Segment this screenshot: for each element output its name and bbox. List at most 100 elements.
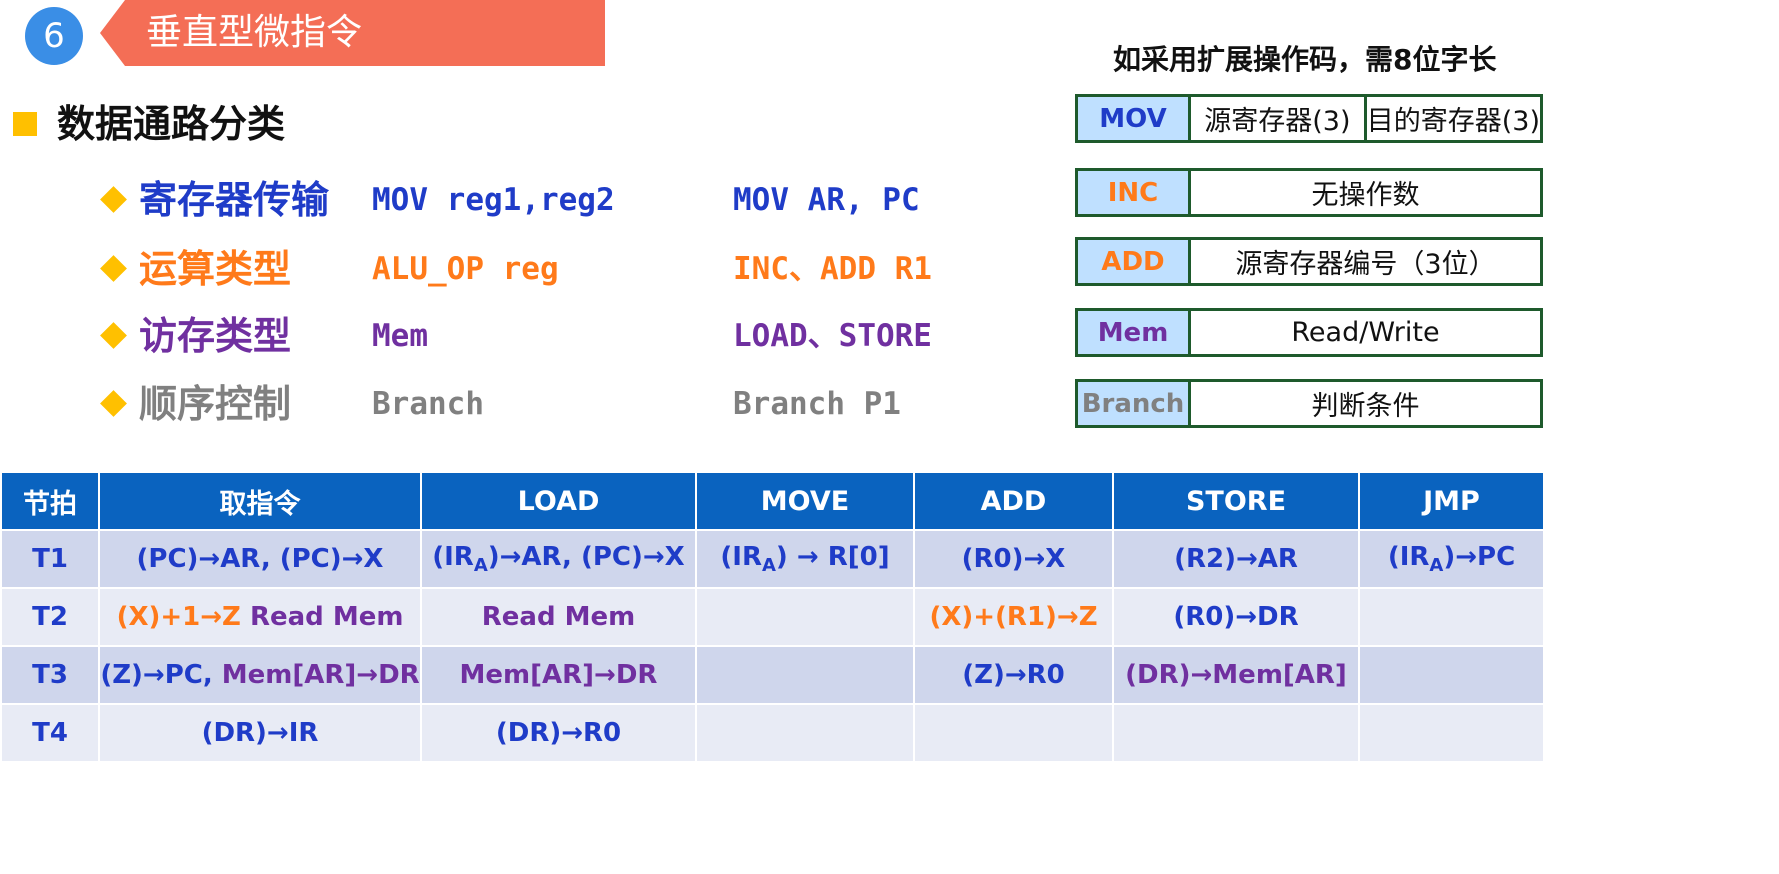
format-opcode: Mem xyxy=(1078,311,1191,354)
table-cell xyxy=(695,645,915,705)
table-cell xyxy=(1112,703,1360,763)
table-cell xyxy=(913,703,1114,763)
column-header-jmp: JMP xyxy=(1358,471,1545,531)
table-cell: (IRA)→PC xyxy=(1358,529,1545,589)
table-cell: (X)+(R1)→Z xyxy=(913,587,1114,647)
cell-text: Mem[AR]→DR xyxy=(221,660,420,690)
table-cell xyxy=(695,703,915,763)
table-cell: (Z)→PC, Mem[AR]→DR xyxy=(98,645,422,705)
table-cell: (X)+1→Z Read Mem xyxy=(98,587,422,647)
table-cell xyxy=(1358,587,1545,647)
column-header-load: LOAD xyxy=(420,471,697,531)
format-box-mem: Mem Read/Write xyxy=(1075,308,1543,357)
category-code: Mem xyxy=(372,318,428,354)
cell-text: (X)+1→Z xyxy=(116,602,250,632)
micro-operation-table: 节拍 取指令 LOAD MOVE ADD STORE JMP T1 (PC)→AR… xyxy=(0,471,1545,763)
square-bullet-icon xyxy=(13,112,37,136)
table-cell: (DR)→Mem[AR] xyxy=(1112,645,1360,705)
column-header-beat: 节拍 xyxy=(0,471,100,531)
format-field: Read/Write xyxy=(1291,317,1440,348)
category-row-alu: 运算类型 ALU_OP reg INC、ADD R1 xyxy=(0,241,1060,297)
category-example: MOV AR, PC xyxy=(733,182,920,218)
table-row: T1(PC)→AR, (PC)→X(IRA)→AR, (PC)→X(IRA) →… xyxy=(0,529,1545,589)
subscript-text: A xyxy=(761,555,776,577)
beat-cell: T3 xyxy=(0,645,100,705)
table-cell xyxy=(1358,645,1545,705)
category-example: LOAD、STORE xyxy=(733,318,932,354)
format-box-mov: MOV 源寄存器(3) 目的寄存器(3) xyxy=(1075,94,1543,143)
column-header-move: MOVE xyxy=(695,471,915,531)
format-field: 判断条件 xyxy=(1311,391,1420,422)
table-cell: (IRA) → R[0] xyxy=(695,529,915,589)
table-cell: (Z)→R0 xyxy=(913,645,1114,705)
category-name: 运算类型 xyxy=(139,247,292,291)
category-name: 寄存器传输 xyxy=(139,178,330,222)
format-field: 源寄存器(3) xyxy=(1204,106,1351,137)
cell-text: (Z)→R0 xyxy=(962,660,1065,690)
cell-text: ) → R[0] xyxy=(775,541,890,572)
category-example: INC、ADD R1 xyxy=(733,251,932,287)
format-box-add: ADD 源寄存器编号（3位） xyxy=(1075,237,1543,286)
cell-text: (Z)→PC, xyxy=(100,660,222,690)
cell-text: (R0)→DR xyxy=(1173,602,1299,632)
column-header-add: ADD xyxy=(913,471,1114,531)
diamond-bullet-icon xyxy=(100,322,127,349)
format-opcode: ADD xyxy=(1078,240,1191,283)
column-header-store: STORE xyxy=(1112,471,1360,531)
cell-text: (PC)→AR, (PC)→X xyxy=(136,544,384,574)
title-banner: 垂直型微指令 xyxy=(100,0,605,66)
table-row: T4 (DR)→IR (DR)→R0 xyxy=(0,703,1545,763)
cell-text: (DR)→R0 xyxy=(495,718,622,748)
cell-text: (DR)→IR xyxy=(201,718,319,748)
beat-cell: T4 xyxy=(0,703,100,763)
diamond-bullet-icon xyxy=(100,255,127,282)
category-name: 访存类型 xyxy=(139,314,292,358)
cell-text: (R2)→AR xyxy=(1174,544,1298,574)
table-cell: (IRA)→AR, (PC)→X xyxy=(420,529,697,589)
category-code: Branch xyxy=(372,386,484,422)
format-box-inc: INC 无操作数 xyxy=(1075,168,1543,217)
category-code: ALU_OP reg xyxy=(372,251,559,287)
format-opcode: MOV xyxy=(1078,97,1191,140)
section-number-badge: 6 xyxy=(25,7,83,65)
format-opcode: INC xyxy=(1078,171,1191,214)
category-row-memory: 访存类型 Mem LOAD、STORE xyxy=(0,308,1060,364)
format-opcode: Branch xyxy=(1078,382,1191,425)
table-cell: (R0)→X xyxy=(913,529,1114,589)
cell-text: (X)+(R1)→Z xyxy=(929,602,1098,632)
cell-text: Read Mem xyxy=(249,602,404,632)
table-cell: (DR)→IR xyxy=(98,703,422,763)
diamond-bullet-icon xyxy=(100,186,127,213)
cell-text: )→AR, (PC)→X xyxy=(487,541,685,572)
table-cell: (DR)→R0 xyxy=(420,703,697,763)
table-cell xyxy=(1358,703,1545,763)
cell-text: (R0)→X xyxy=(961,544,1066,574)
cell-text: (IR xyxy=(720,541,762,572)
category-name: 顺序控制 xyxy=(139,382,292,426)
cell-text: Read Mem xyxy=(481,602,636,632)
beat-cell: T2 xyxy=(0,587,100,647)
subscript-text: A xyxy=(473,555,488,577)
section-heading: 数据通路分类 xyxy=(57,102,286,146)
category-row-register-transfer: 寄存器传输 MOV reg1,reg2 MOV AR, PC xyxy=(0,172,1060,228)
table-header-row: 节拍 取指令 LOAD MOVE ADD STORE JMP xyxy=(0,471,1545,531)
format-field: 目的寄存器(3) xyxy=(1363,97,1540,140)
table-cell: (R2)→AR xyxy=(1112,529,1360,589)
table-cell: Read Mem xyxy=(420,587,697,647)
extended-opcode-note: 如采用扩展操作码，需8位字长 xyxy=(1113,43,1497,76)
format-field: 无操作数 xyxy=(1311,180,1420,211)
cell-text: (DR)→Mem[AR] xyxy=(1125,660,1347,690)
beat-cell: T1 xyxy=(0,529,100,589)
format-field: 源寄存器编号（3位） xyxy=(1235,249,1496,280)
subscript-text: A xyxy=(1429,555,1444,577)
table-cell: (PC)→AR, (PC)→X xyxy=(98,529,422,589)
cell-text: Mem[AR]→DR xyxy=(459,660,658,690)
table-cell xyxy=(695,587,915,647)
table-cell: (R0)→DR xyxy=(1112,587,1360,647)
format-box-branch: Branch 判断条件 xyxy=(1075,379,1543,428)
column-header-fetch: 取指令 xyxy=(98,471,422,531)
table-cell: Mem[AR]→DR xyxy=(420,645,697,705)
category-code: MOV reg1,reg2 xyxy=(372,182,615,218)
